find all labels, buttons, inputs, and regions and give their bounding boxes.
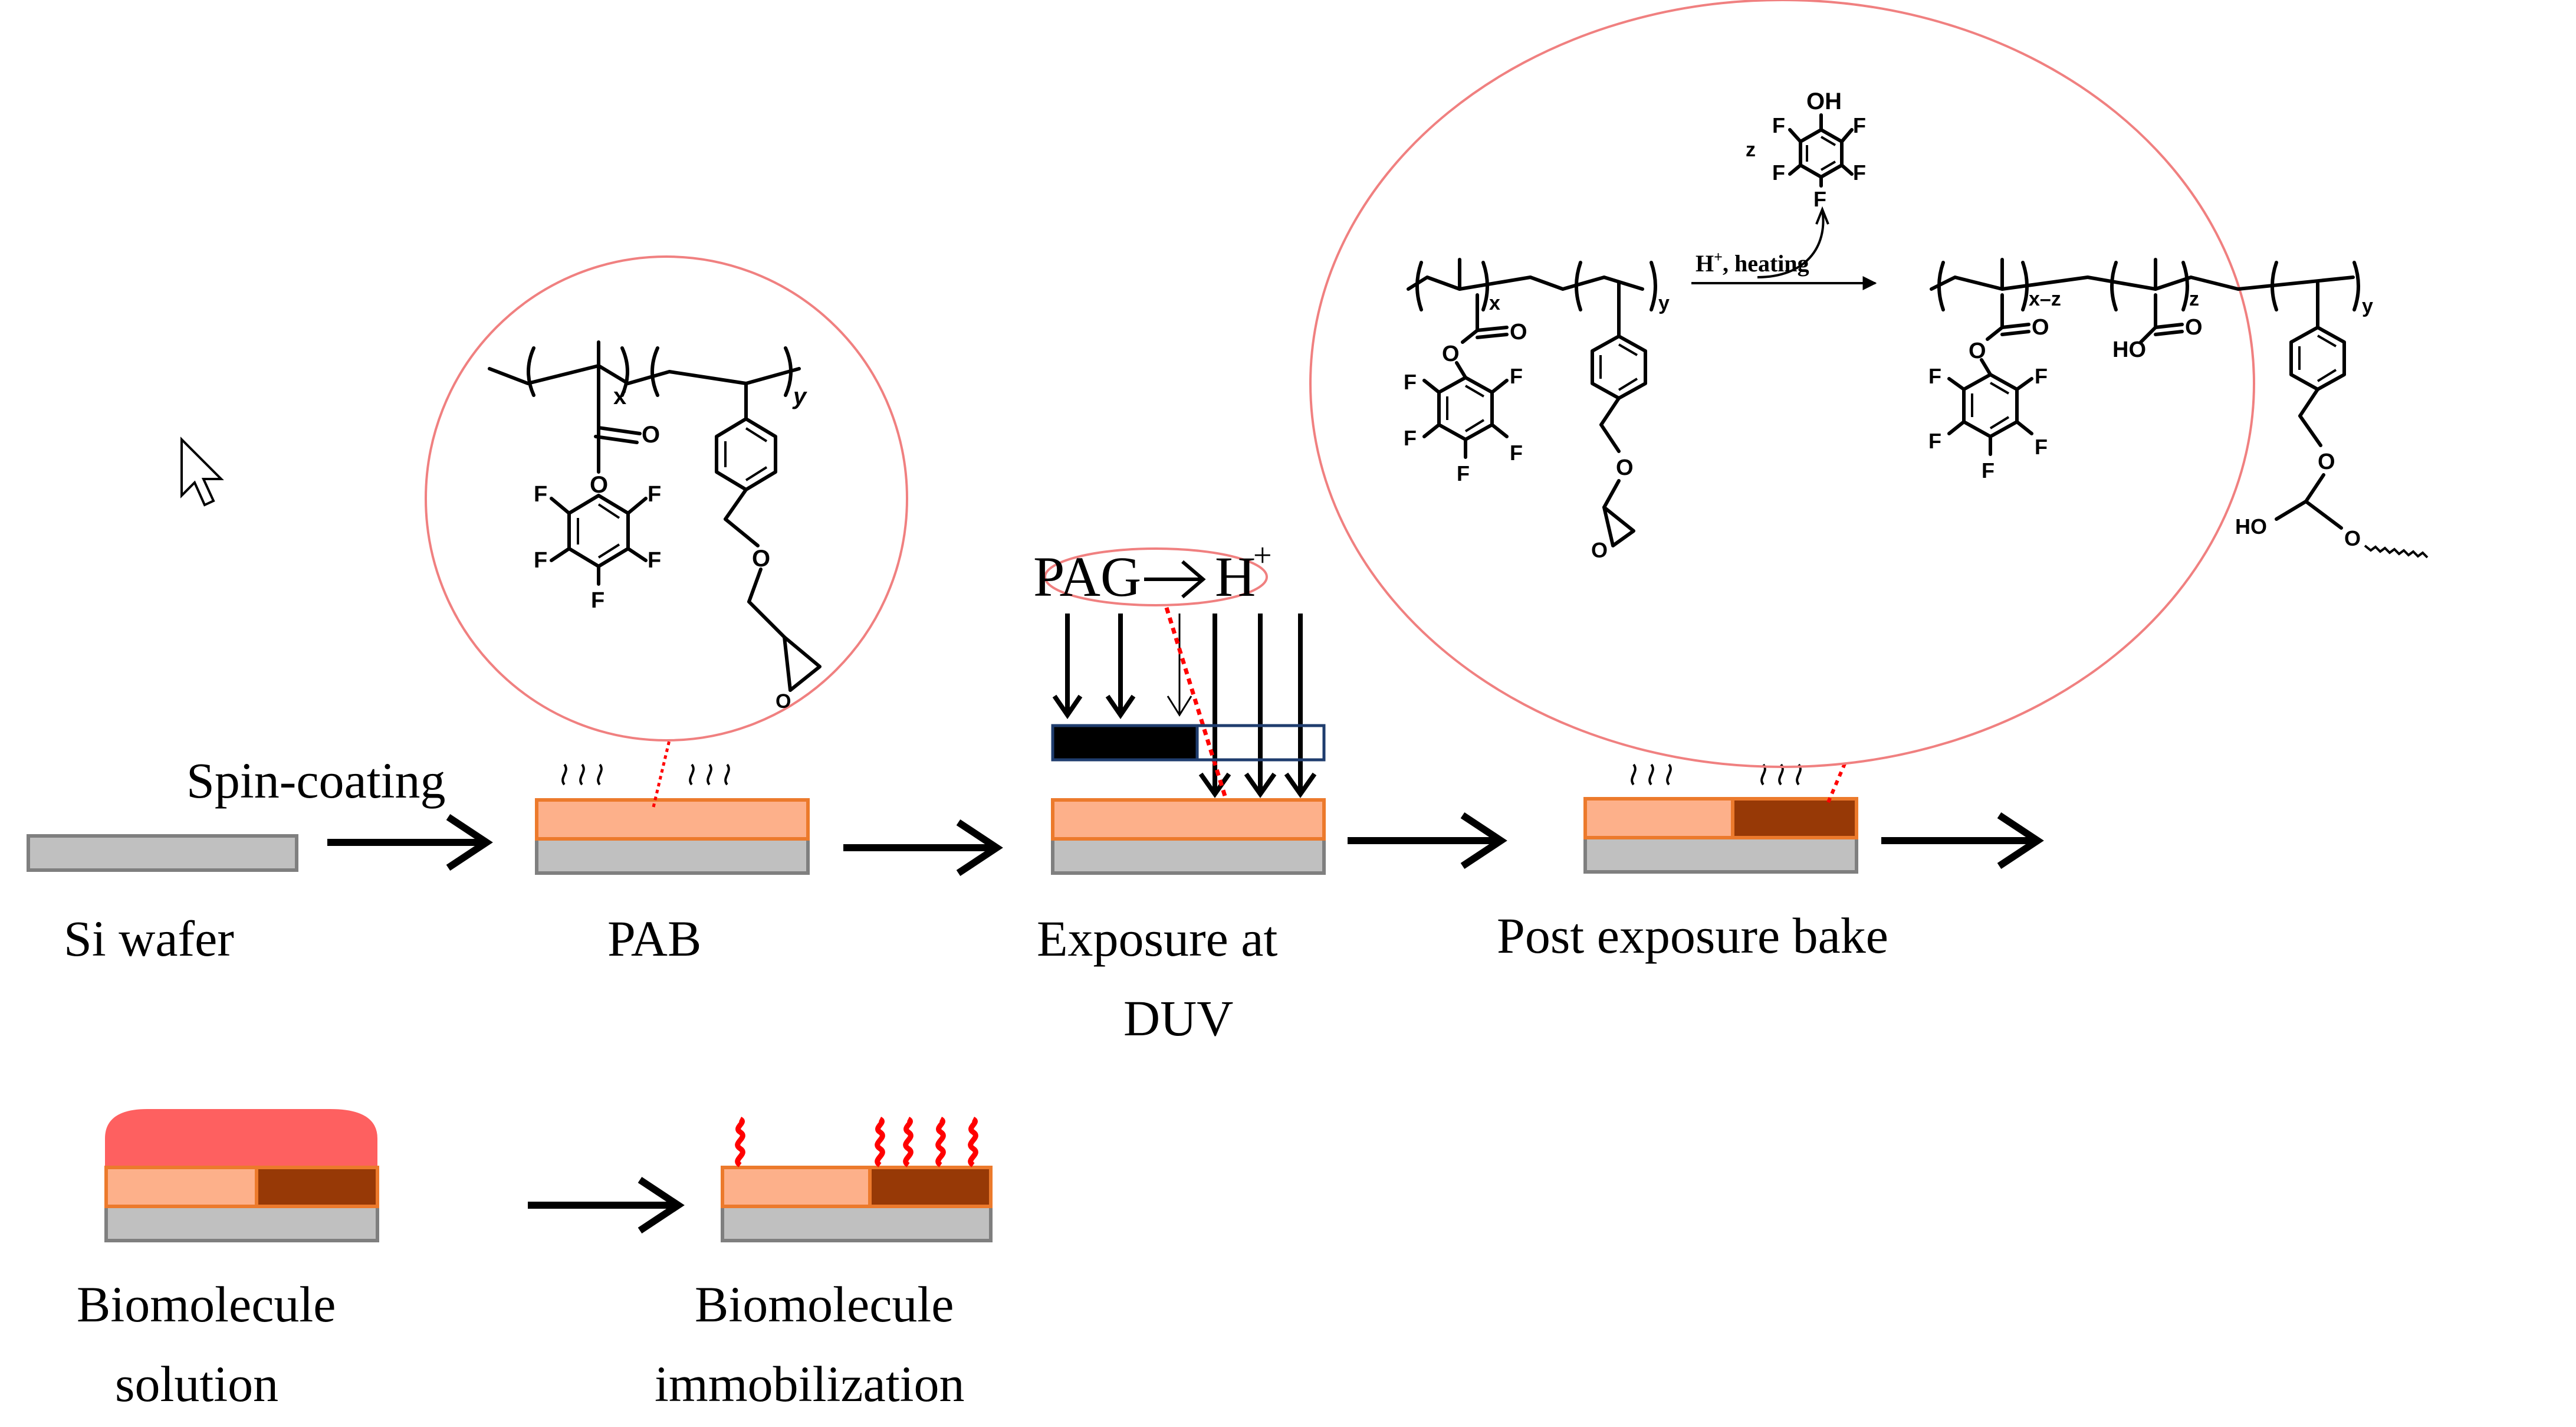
svg-text:F: F [648,482,661,507]
process-arrow-3-head [1460,812,1507,870]
svg-text:O: O [2032,315,2049,340]
svg-text:O: O [752,546,770,572]
bio-immob-label-line2: immobilization [655,1356,965,1412]
svg-text:F: F [1457,461,1470,485]
peb-pointer-line [1826,760,1848,803]
svg-text:F: F [1853,160,1866,185]
duv-light-arrows [1052,614,1317,798]
svg-text:HO: HO [2112,337,2146,362]
svg-text:F: F [1404,426,1417,450]
process-arrow-5-head [638,1176,685,1234]
reaction-zoom-ellipse: OH F F F F F z H+, heating [1309,0,2429,768]
svg-text:y: y [2362,295,2373,317]
pab-label: PAB [607,910,701,967]
immob-resist-unexposed [721,1166,872,1208]
solution-resist-exposed [255,1166,379,1208]
svg-text:F: F [1404,370,1417,394]
bio-solution-label-line2: solution [115,1356,278,1412]
reagent-pentafluorophenol: OH F F F F F z [1746,88,1866,278]
bio-immob-label-line1: Biomolecule [695,1276,954,1333]
svg-text:y: y [1658,292,1670,314]
svg-text:F: F [1982,458,1995,483]
exposure-label-line1: Exposure at [1037,910,1277,967]
svg-text:O: O [2344,526,2361,550]
pag-ellipse [1044,547,1268,606]
exposure-label-line2: DUV [1123,990,1233,1047]
svg-text:O: O [1616,455,1634,480]
peb-wafer [1583,836,1858,874]
exposure-step: PAG H + Exposure at DUV [1033,537,1326,1047]
svg-text:OH: OH [1806,88,1842,114]
svg-text:F: F [2035,435,2048,459]
photomask-opaque [1051,724,1199,762]
svg-text:O: O [1510,320,1527,345]
svg-text:F: F [1853,113,1866,137]
biomolecule-immobilization-step: Biomolecule immobilization [655,1116,993,1412]
svg-text:x–z: x–z [2029,288,2061,310]
peb-resist-unexposed [1583,797,1734,839]
immob-resist-exposed [868,1166,993,1208]
svg-text:F: F [1772,113,1785,137]
si-wafer-label: Si wafer [64,910,234,967]
svg-text:x: x [1489,292,1500,314]
polymer-zoom-circle: x y O O F F F F F O O [425,255,908,742]
svg-text:F: F [534,482,547,507]
svg-text:O: O [1591,538,1608,562]
svg-text:O: O [642,422,660,448]
solution-resist-unexposed [104,1166,258,1208]
photomask-clear [1195,724,1326,762]
svg-text:F: F [648,548,661,573]
heat-waves-icon [561,763,730,786]
svg-text:F: F [1510,441,1523,465]
pab-resist-layer [535,798,810,841]
peb-resist-exposed [1731,797,1858,839]
svg-text:z: z [1746,139,1756,161]
svg-text:F: F [534,548,547,573]
svg-text:O: O [2318,450,2335,474]
biomolecule-solution-drop [105,1109,377,1168]
svg-text:F: F [1772,160,1785,185]
pag-label: PAG [1033,545,1141,608]
spin-coating-label: Spin-coating [186,752,446,809]
svg-text:F: F [2035,364,2048,388]
svg-text:x: x [613,383,626,409]
svg-text:F: F [1928,429,1941,453]
reaction-condition: H+, heating [1696,248,1809,277]
cursor-arrow-icon [180,437,224,507]
immob-wafer [721,1205,993,1242]
proton-label: H [1215,545,1256,608]
process-arrow-1-head [446,813,493,871]
pab-step: PAB [535,740,810,967]
proton-charge: + [1253,537,1272,574]
product-polymer: x–z z y O O F F F F F [1928,258,2429,559]
svg-text:O: O [776,690,791,713]
solution-wafer [104,1205,379,1242]
svg-text:F: F [1813,187,1826,211]
svg-text:z: z [2189,288,2199,310]
svg-text:F: F [1928,364,1941,388]
svg-text:F: F [591,588,604,613]
si-wafer [27,834,298,872]
reactant-polymer: x y O O F F F F F O [1404,258,1670,562]
exposure-resist-layer [1051,798,1326,841]
peb-step: Post exposure bake [1497,760,1888,964]
biomolecule-solution-step: Biomolecule solution [77,1109,379,1412]
svg-text:HO: HO [2235,514,2267,539]
bio-solution-label-line1: Biomolecule [77,1276,336,1333]
svg-text:O: O [590,472,608,498]
process-arrow-2-head [956,819,1003,877]
biomolecule-icons [735,1116,978,1167]
svg-text:F: F [1510,364,1523,388]
svg-text:O: O [2185,315,2203,340]
process-arrow-4-head [1997,812,2044,870]
exposure-pointer-line [1164,606,1232,812]
si-wafer-step: Si wafer [27,834,298,967]
exposure-wafer [1051,837,1326,875]
svg-text:y: y [792,383,807,409]
zoom-pointer-line [652,740,671,808]
peb-label: Post exposure bake [1497,907,1888,964]
pab-wafer [535,837,810,875]
